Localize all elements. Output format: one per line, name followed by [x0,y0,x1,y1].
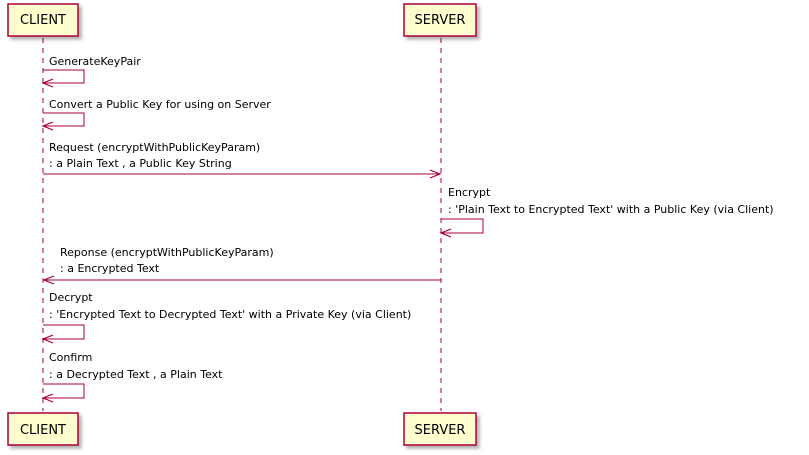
message-label: Request (encryptWithPublicKeyParam) [49,141,260,154]
message-label: Decrypt [49,291,93,304]
message-label: : a Plain Text , a Public Key String [49,157,232,170]
message-confirm: Confirm : a Decrypted Text , a Plain Tex… [41,351,223,403]
participant-server-top: SERVER [403,3,477,37]
message-label: GenerateKeyPair [49,55,141,68]
message-response: Reponse (encryptWithPublicKeyParam) : a … [42,246,441,285]
message-convert-public-key: Convert a Public Key for using on Server [41,98,271,131]
message-request: Request (encryptWithPublicKeyParam) : a … [43,141,442,179]
message-encrypt: Encrypt : 'Plain Text to Encrypted Text'… [439,186,774,238]
participant-client-bottom: CLIENT [7,412,79,446]
participant-server-bottom: SERVER [403,412,477,446]
message-label: Encrypt [448,186,491,199]
message-label: : a Encrypted Text [60,262,160,275]
participant-client-top: CLIENT [7,3,79,37]
message-label: : 'Plain Text to Encrypted Text' with a … [448,203,774,216]
participant-client-bottom-label: CLIENT [20,423,66,438]
message-label: : a Decrypted Text , a Plain Text [49,368,223,381]
message-label: Confirm [49,351,92,364]
participant-server-bottom-label: SERVER [415,423,466,438]
message-label: Convert a Public Key for using on Server [49,98,271,111]
participant-server-top-label: SERVER [415,13,466,28]
message-decrypt: Decrypt : 'Encrypted Text to Decrypted T… [41,291,411,344]
message-label: Reponse (encryptWithPublicKeyParam) [60,246,274,259]
participant-client-top-label: CLIENT [20,13,66,28]
message-generate-key-pair: GenerateKeyPair [41,55,141,88]
message-label: : 'Encrypted Text to Decrypted Text' wit… [49,308,411,321]
